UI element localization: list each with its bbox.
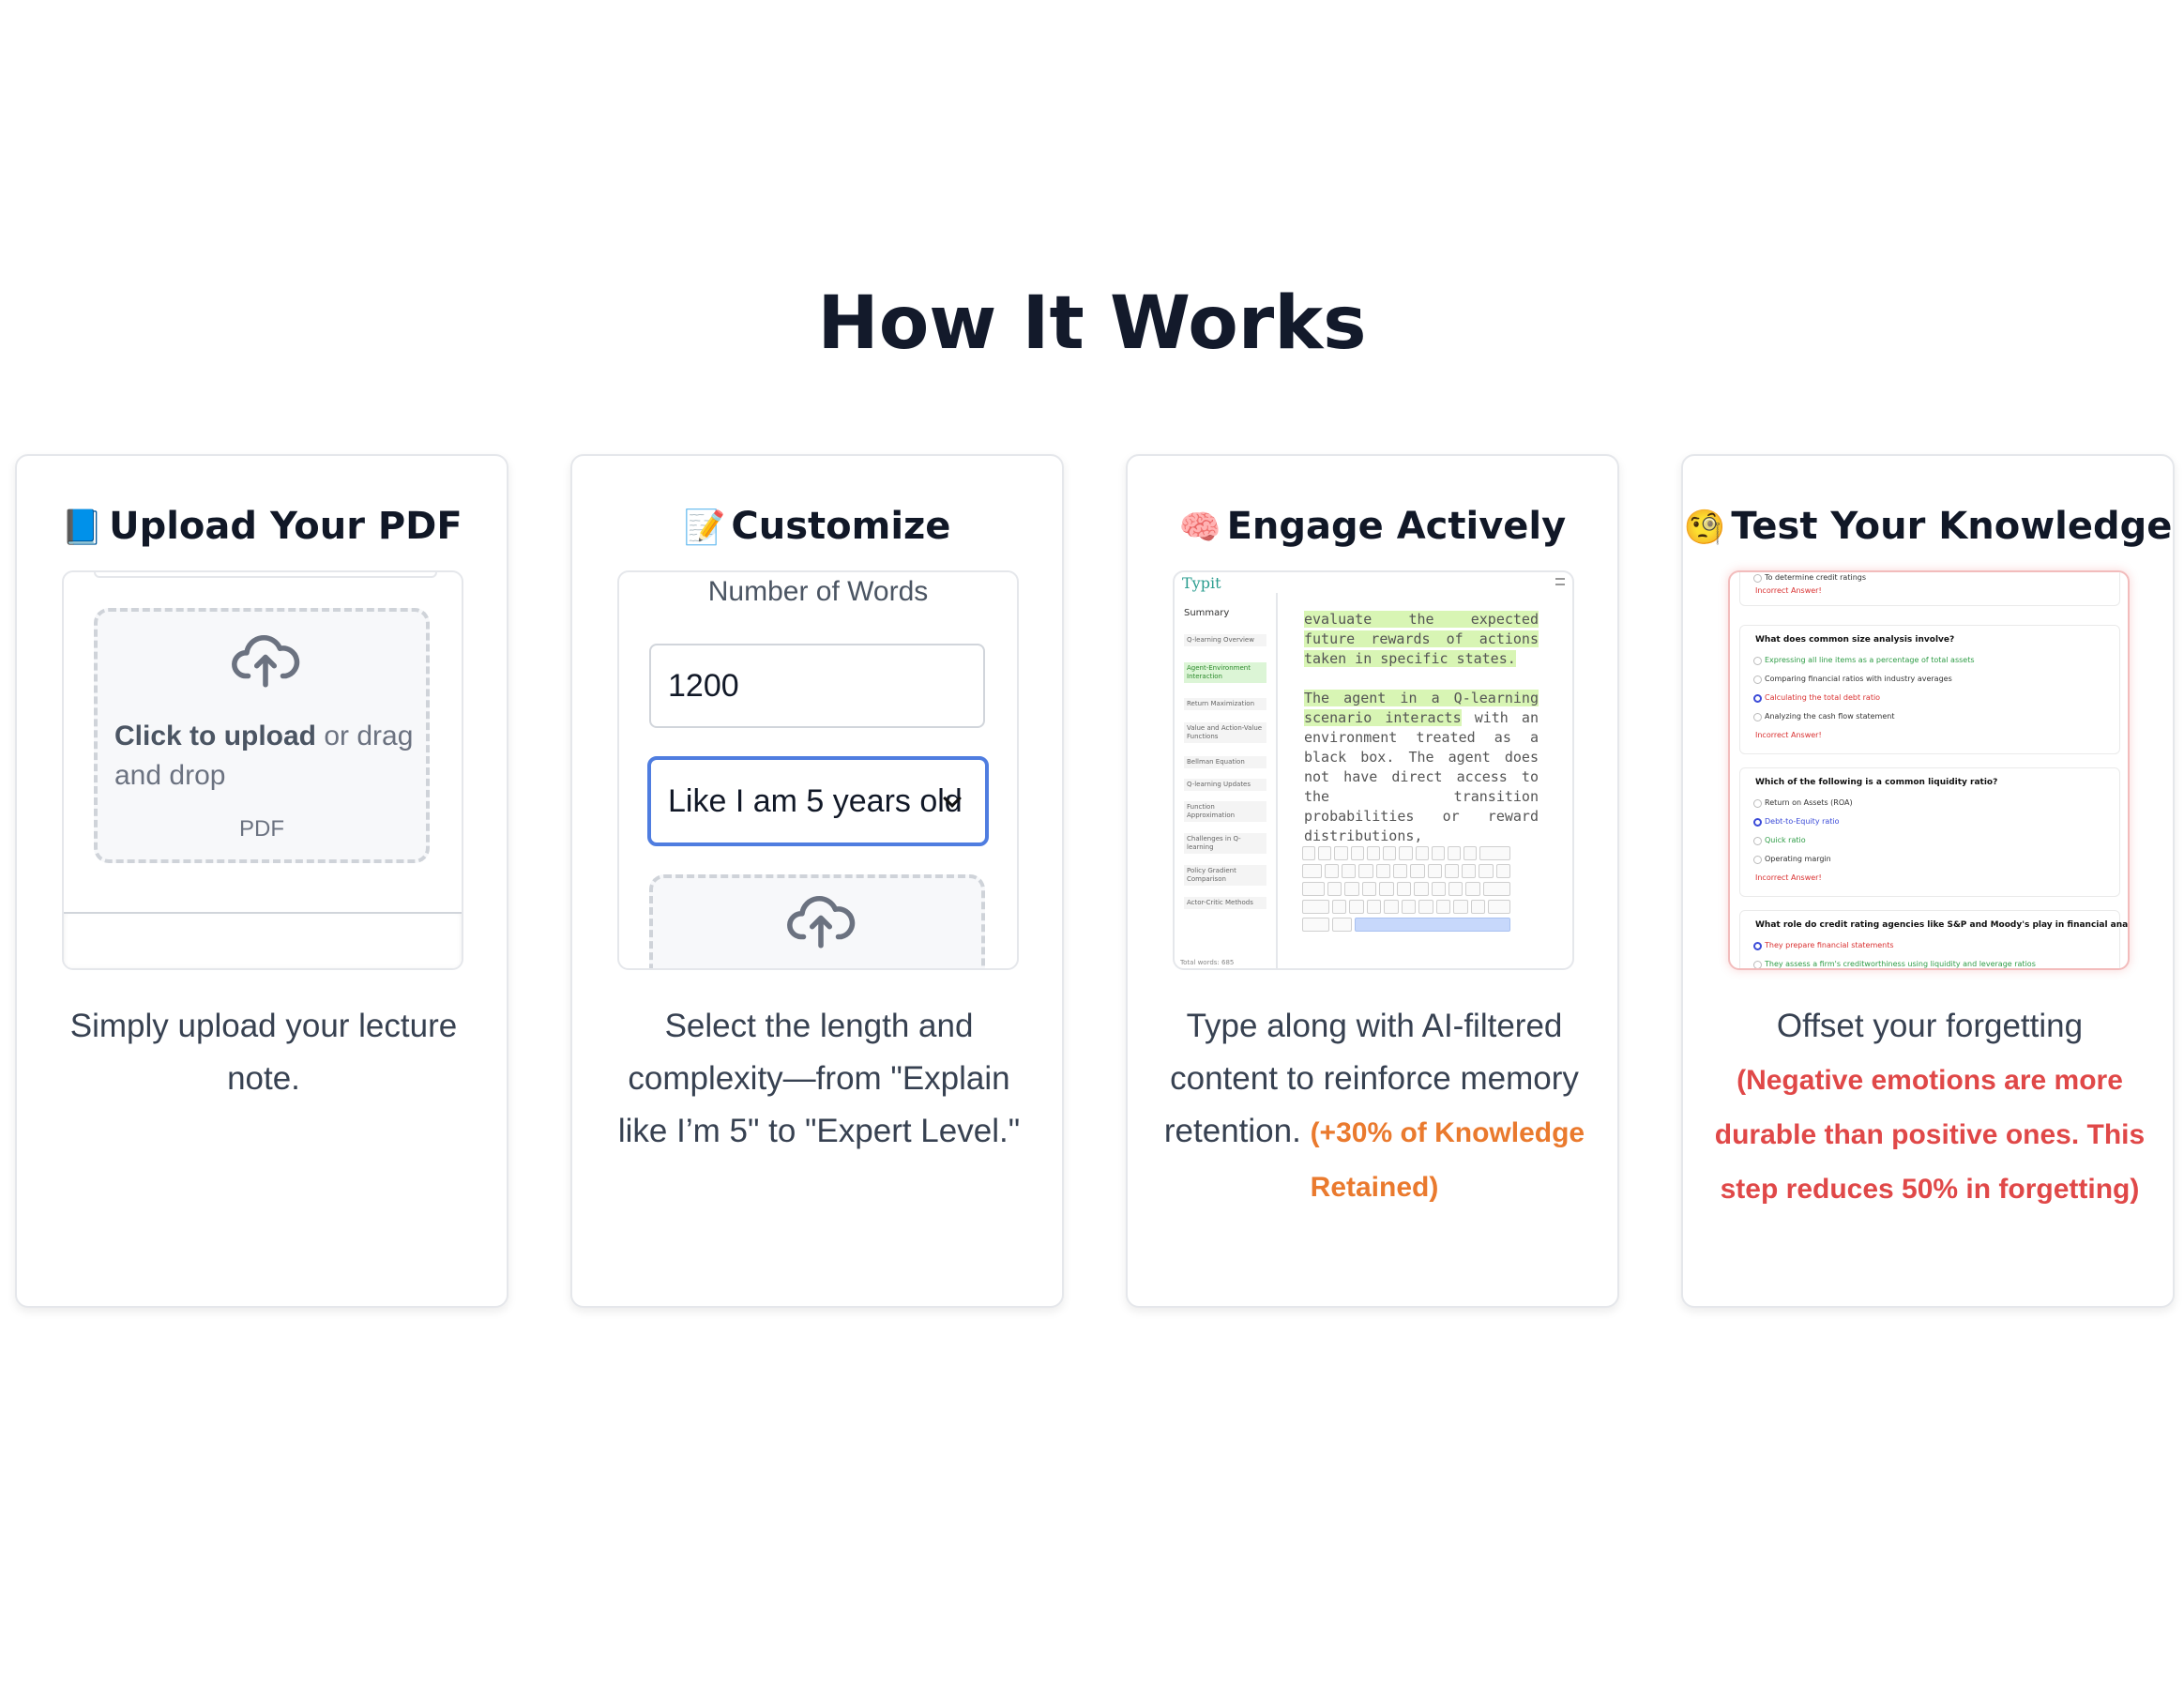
- sidebar-item[interactable]: Actor-Critic Methods: [1184, 897, 1266, 909]
- spacebar[interactable]: [1354, 918, 1510, 932]
- word-count-input[interactable]: 1200: [649, 644, 985, 728]
- brain-icon: 🧠: [1178, 508, 1221, 547]
- card-description: Select the length and complexity—from "E…: [617, 1008, 1021, 1149]
- quiz-question: What does common size analysis involve? …: [1739, 625, 2120, 754]
- card-customize: 📝Customize Number of Words 1200 Like I a…: [570, 454, 1064, 1308]
- file-type-label: PDF: [239, 816, 284, 842]
- upload-instruction: Click to upload or drag: [114, 721, 414, 751]
- word-count-label: Number of Words: [707, 576, 929, 607]
- card-engage: 🧠Engage Actively Typit Summary Q-learnin…: [1126, 454, 1619, 1308]
- card-description: Type along with AI-filtered content to r…: [1163, 1008, 1585, 1203]
- quiz-preview: To determine credit ratings Incorrect An…: [1728, 570, 2130, 970]
- sidebar-item[interactable]: Bellman Equation: [1184, 756, 1266, 768]
- sidebar-item[interactable]: Value and Action-Value Functions: [1184, 722, 1266, 743]
- upload-dropzone[interactable]: Click to upload or drag and drop PDF: [94, 608, 430, 863]
- virtual-keyboard: [1302, 846, 1511, 940]
- card-title: 📝Customize: [683, 505, 951, 548]
- complexity-select[interactable]: Like I am 5 years old: [647, 756, 989, 846]
- typing-app-preview: Typit Summary Q-learning Overview Agent-…: [1173, 570, 1574, 970]
- menu-icon: [1555, 578, 1565, 585]
- card-description: Simply upload your lecture note.: [69, 1008, 458, 1097]
- sidebar-item[interactable]: Return Maximization: [1184, 698, 1266, 710]
- customize-preview: Number of Words 1200 Like I am 5 years o…: [617, 570, 1019, 970]
- quiz-question: Which of the following is a common liqui…: [1739, 767, 2120, 897]
- sidebar-item[interactable]: Q-learning Updates: [1184, 779, 1266, 791]
- card-title: 🧠Engage Actively: [1178, 505, 1567, 548]
- sidebar-item[interactable]: Agent-Environment Interaction: [1184, 662, 1266, 683]
- sidebar-item[interactable]: Challenges in Q-learning: [1184, 833, 1266, 854]
- cloud-upload-icon: [787, 895, 856, 949]
- book-icon: 📘: [61, 508, 104, 547]
- monocle-face-icon: 🧐: [1683, 508, 1726, 547]
- sidebar-item[interactable]: Function Approximation: [1184, 801, 1266, 822]
- memo-icon: 📝: [683, 508, 726, 547]
- quiz-question: To determine credit ratings Incorrect An…: [1739, 572, 2120, 606]
- card-test: 🧐Test Your Knowledge To determine credit…: [1681, 454, 2175, 1308]
- upload-dropzone[interactable]: [649, 874, 985, 968]
- card-title: 🧐Test Your Knowledge: [1683, 505, 2173, 548]
- sidebar-item[interactable]: Policy Gradient Comparison: [1184, 865, 1266, 886]
- sidebar-item[interactable]: Q-learning Overview: [1184, 634, 1266, 646]
- retention-stat: (+30% of Knowledge Retained): [1310, 1117, 1585, 1203]
- total-words: Total words: 685: [1180, 959, 1235, 966]
- quiz-question: What role do credit rating agencies like…: [1739, 910, 2128, 968]
- upload-preview: Click to upload or drag and drop PDF: [62, 570, 463, 970]
- typing-text[interactable]: evaluate the expected future rewards of …: [1304, 611, 1539, 844]
- card-description: Offset your forgetting (Negative emotion…: [1714, 1008, 2146, 1205]
- forgetting-stat: (Negative emotions are more durable than…: [1714, 1065, 2146, 1205]
- cloud-upload-icon: [232, 634, 300, 688]
- app-logo: Typit: [1182, 574, 1221, 592]
- page-title: How It Works: [817, 281, 1367, 366]
- summary-sidebar: Summary Q-learning Overview Agent-Enviro…: [1175, 593, 1278, 968]
- card-title: 📘Upload Your PDF: [61, 505, 463, 548]
- card-upload: 📘Upload Your PDF Click to upload or drag…: [15, 454, 508, 1308]
